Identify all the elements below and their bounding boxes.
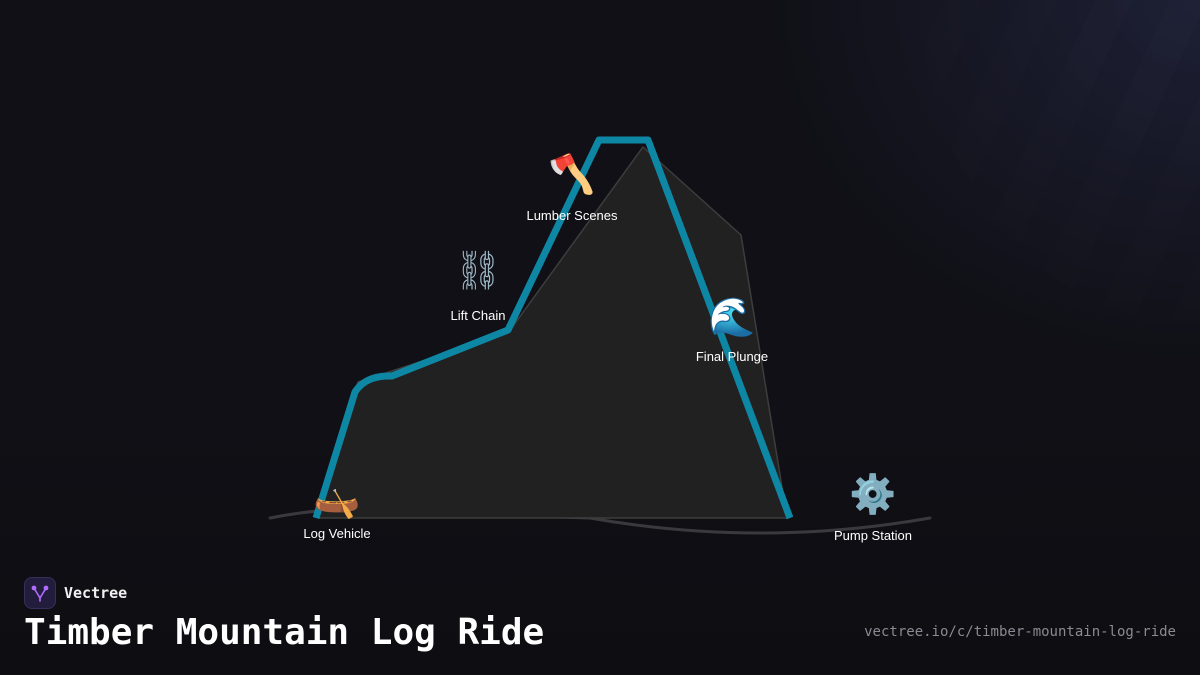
node-lumber-scenes: 🪓 Lumber Scenes	[526, 152, 617, 224]
brand-name: Vectree	[64, 584, 128, 602]
gear-icon: ⚙️	[849, 472, 897, 516]
node-label: Log Vehicle	[303, 526, 371, 541]
node-log-vehicle: 🛶 Log Vehicle	[303, 476, 370, 542]
node-pump-station: ⚙️ Pump Station	[834, 472, 912, 544]
vectree-logo-icon	[24, 577, 56, 609]
background-rays	[720, 0, 1200, 560]
node-label: Lumber Scenes	[526, 208, 618, 223]
brand: Vectree	[24, 577, 127, 609]
node-label: Final Plunge	[695, 349, 769, 364]
axe-icon: 🪓	[548, 152, 596, 196]
source-url: vectree.io/c/timber-mountain-log-ride	[864, 624, 1176, 640]
node-lift-chain: ⛓ Lift Chain	[451, 248, 506, 324]
canoe-icon: 🛶	[313, 476, 361, 520]
chain-icon: ⛓	[453, 248, 503, 292]
node-final-plunge: 🌊 Final Plunge	[696, 295, 768, 365]
ground-line	[268, 508, 932, 535]
node-label: Pump Station	[833, 528, 913, 543]
ride-track	[312, 136, 794, 520]
water-wave-icon: 🌊	[708, 295, 756, 339]
node-label: Lift Chain	[450, 308, 506, 323]
page-title: Timber Mountain Log Ride	[24, 612, 545, 653]
